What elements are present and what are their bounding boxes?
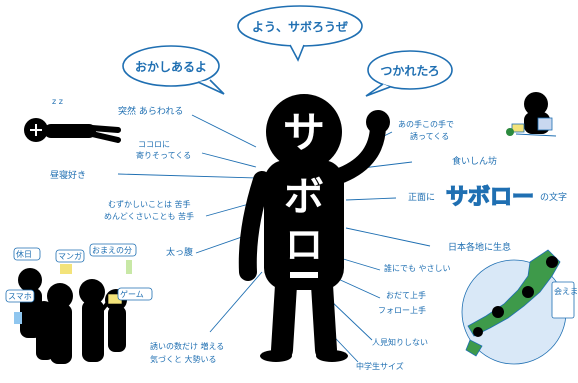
label-tempt-2: 誘ってくる: [410, 131, 449, 141]
saboro-crowd: 休日 マンガ おまえの分 スマホ ゲーム: [5, 243, 153, 364]
label-kind: 誰にでも やさしい: [384, 263, 451, 273]
label-japan: 日本各地に生息: [448, 241, 511, 253]
mascot-char-sa: サ: [283, 108, 325, 157]
label-belly: 太っ腹: [166, 246, 193, 258]
crowd-sign-phone: スマホ: [5, 289, 35, 303]
sleep-z-mark: z z: [52, 97, 63, 106]
label-tempt-1: あの手この手で: [398, 119, 454, 129]
bubble-left-text: おかしあるよ: [135, 60, 207, 74]
crowd-sign-favorite: おまえの分: [89, 243, 137, 257]
label-flatter-2: フォロー上手: [378, 305, 426, 315]
label-front-big: サボロー: [446, 185, 534, 210]
sleeping-saboro: z z: [24, 97, 121, 143]
bubble-left: おかしあるよ: [122, 45, 225, 95]
label-weak-1: むずかしいことは 苦手: [108, 199, 191, 209]
svg-text:休日: 休日: [16, 249, 32, 259]
label-front-suffix: の文字: [540, 191, 567, 203]
label-flatter-1: おだて上手: [386, 290, 426, 300]
label-nap: 昼寝好き: [50, 169, 86, 181]
svg-text:おまえの分: おまえの分: [92, 246, 132, 255]
saboro-mascot: サ ボ ロ: [238, 94, 390, 362]
label-glutton: 食いしん坊: [452, 155, 497, 167]
bubble-top: よう、サボろうぜ: [237, 5, 363, 62]
japan-map: 会えます: [461, 249, 578, 365]
label-front-prefix: 正面に: [408, 192, 435, 203]
label-friends-2: 気づくと 大勢いる: [150, 354, 217, 364]
svg-text:ゲーム: ゲーム: [120, 289, 144, 299]
label-heart-1: ココロに: [138, 140, 170, 149]
bubble-top-text: よう、サボろうぜ: [252, 19, 348, 34]
svg-text:マンガ: マンガ: [58, 251, 82, 261]
crowd-sign-manga: マンガ: [55, 249, 85, 263]
svg-text:スマホ: スマホ: [8, 292, 32, 301]
mascot-char-long: [290, 272, 318, 278]
eating-saboro: [506, 92, 557, 137]
label-friends-1: 誘いの数だけ 増える: [150, 341, 224, 351]
bubble-right-text: つかれたろ: [380, 64, 439, 78]
label-size: 中学生サイズ: [356, 361, 404, 371]
label-weak-2: めんどくさいことも 苦手: [104, 211, 194, 221]
label-sudden: 突然 あらわれる: [118, 105, 183, 117]
mascot-char-ro: ロ: [285, 223, 323, 267]
crowd-sign-plan: 休日: [13, 247, 41, 261]
map-sign-board: [551, 281, 575, 319]
mascot-char-bo: ボ: [284, 174, 324, 220]
map-sign-text: 会えます: [554, 286, 578, 296]
bubble-right: つかれたろ: [365, 50, 453, 97]
label-shy: 人見知りしない: [372, 337, 428, 347]
label-heart-2: 寄りそってくる: [136, 150, 191, 160]
crowd-sign-game: ゲーム: [117, 287, 153, 301]
